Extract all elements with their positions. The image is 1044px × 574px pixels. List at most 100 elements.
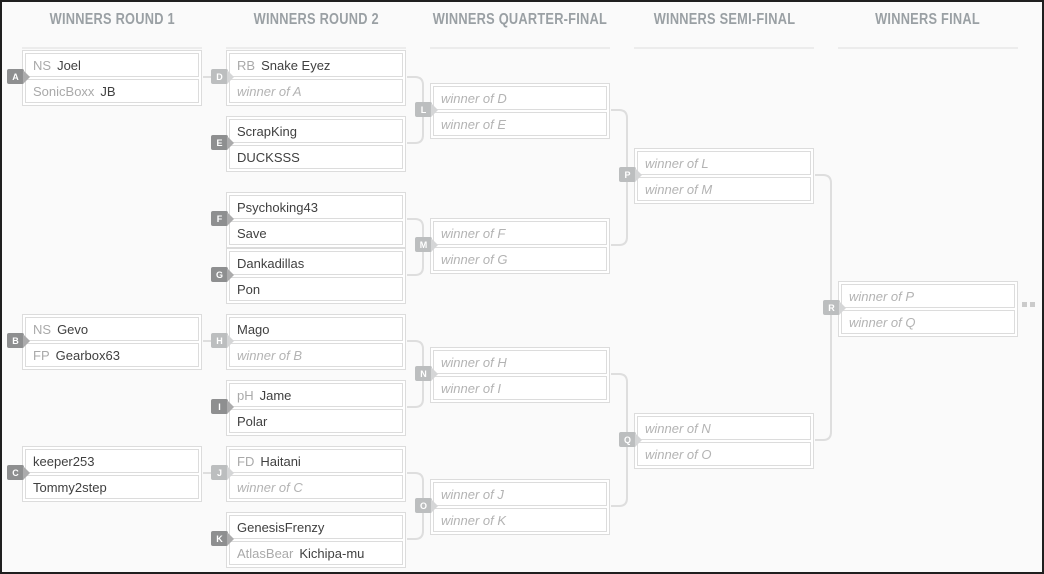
match-tag-arrow-icon — [23, 69, 30, 84]
match-tag-arrow-icon — [227, 465, 234, 480]
pending-slot-label: winner of F — [441, 225, 506, 241]
match-tag-arrow-icon — [227, 531, 234, 546]
match-letter: K — [211, 531, 228, 546]
pending-slot[interactable]: winner of F — [433, 221, 607, 245]
pending-slot[interactable]: winner of O — [637, 442, 811, 466]
player-name: ScrapKing — [237, 123, 297, 139]
connector-L-to-P — [611, 109, 628, 175]
round-header-winners-round-2: WINNERS ROUND 2 — [226, 2, 406, 49]
match-tag-arrow-icon — [431, 237, 438, 252]
match-tag-arrow-icon — [227, 211, 234, 226]
match-label-tag: O — [415, 498, 438, 513]
pending-slot[interactable]: winner of I — [433, 376, 607, 400]
player-slot[interactable]: Dankadillas — [229, 251, 403, 275]
connector-F-to-M — [407, 218, 424, 245]
pending-slot[interactable]: winner of K — [433, 508, 607, 532]
pending-slot[interactable]: winner of N — [637, 416, 811, 440]
pending-slot[interactable]: winner of G — [433, 247, 607, 271]
match-label-tag: E — [211, 135, 234, 150]
match-tag-arrow-icon — [23, 333, 30, 348]
player-slot[interactable]: Mago — [229, 317, 403, 341]
match-letter: H — [211, 333, 228, 348]
match-tag-arrow-icon — [227, 69, 234, 84]
player-slot[interactable]: DUCKSSS — [229, 145, 403, 169]
team-prefix: SonicBoxx — [33, 83, 95, 99]
match-label-tag: H — [211, 333, 234, 348]
round-header-winners-final: WINNERS FINAL — [838, 2, 1018, 49]
player-slot[interactable]: Polar — [229, 409, 403, 433]
pending-slot[interactable]: winner of P — [841, 284, 1015, 308]
pending-slot-label: winner of G — [441, 251, 508, 267]
round-header-winners-semi-final: WINNERS SEMI-FINAL — [634, 2, 814, 49]
round-header-label: WINNERS SEMI-FINAL — [653, 11, 795, 28]
continuation-dot — [1030, 302, 1035, 307]
match-letter: C — [7, 465, 24, 480]
team-prefix: pH — [237, 387, 254, 403]
player-name: Save — [237, 225, 267, 241]
round-header-label: WINNERS FINAL — [875, 11, 981, 28]
pending-slot-label: winner of C — [237, 479, 303, 495]
match-tag-arrow-icon — [227, 399, 234, 414]
match-label-tag: B — [7, 333, 30, 348]
pending-slot[interactable]: winner of J — [433, 482, 607, 506]
player-name: Mago — [237, 321, 270, 337]
connector-M-to-P — [611, 175, 628, 246]
match-H[interactable]: H Mago winner of B — [211, 314, 406, 370]
pending-slot[interactable]: winner of C — [229, 475, 403, 499]
player-slot[interactable]: Pon — [229, 277, 403, 301]
player-slot[interactable]: keeper253 — [25, 449, 199, 473]
match-label-tag: N — [415, 366, 438, 381]
pending-slot-label: winner of K — [441, 512, 507, 528]
connector-G-to-M — [407, 245, 424, 276]
player-name: Psychoking43 — [237, 199, 318, 215]
pending-slot[interactable]: winner of M — [637, 177, 811, 201]
match-letter: O — [415, 498, 432, 513]
pending-slot[interactable]: winner of E — [433, 112, 607, 136]
pending-slot[interactable]: winner of Q — [841, 310, 1015, 334]
match-tag-arrow-icon — [635, 432, 642, 447]
match-label-tag: L — [415, 102, 438, 117]
pending-slot-label: winner of N — [645, 420, 711, 436]
pending-slot[interactable]: winner of L — [637, 151, 811, 175]
match-letter: A — [7, 69, 24, 84]
connector-P-to-R — [815, 174, 832, 308]
player-slot[interactable]: Psychoking43 — [229, 195, 403, 219]
pending-slot[interactable]: winner of A — [229, 79, 403, 103]
team-prefix: FP — [33, 347, 50, 363]
match-letter: B — [7, 333, 24, 348]
player-slot[interactable]: Tommy2step — [25, 475, 199, 499]
pending-slot[interactable]: winner of D — [433, 86, 607, 110]
player-slot[interactable]: ScrapKing — [229, 119, 403, 143]
player-slot[interactable]: Save — [229, 221, 403, 245]
match-letter: N — [415, 366, 432, 381]
pending-slot[interactable]: winner of B — [229, 343, 403, 367]
pending-slot[interactable]: winner of H — [433, 350, 607, 374]
player-slot[interactable]: GenesisFrenzy — [229, 515, 403, 539]
continuation-dot — [1022, 302, 1027, 307]
